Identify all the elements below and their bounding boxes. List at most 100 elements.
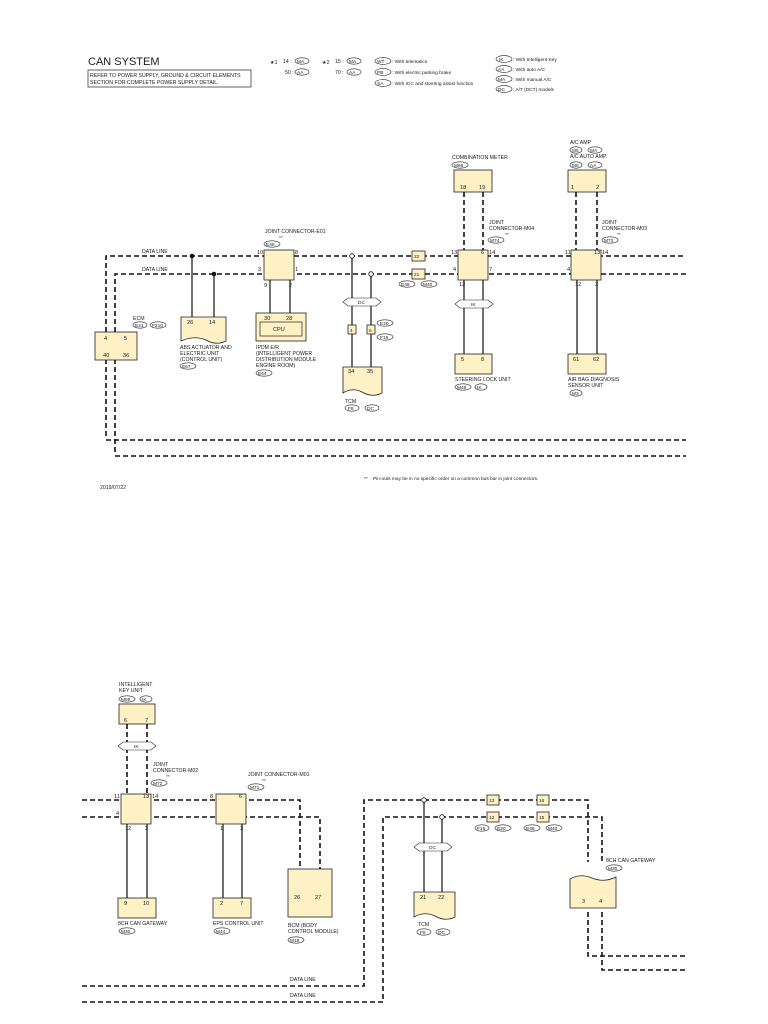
- tcm-conn-1-shape: [344, 404, 360, 412]
- abs-pin-a: 26: [187, 320, 193, 326]
- gw1-wires: [126, 824, 148, 900]
- can-h-bus-top: [105, 255, 686, 436]
- steer-conn-2: IK: [477, 385, 482, 391]
- jc-m03-pin-a: 11: [565, 250, 571, 256]
- eps-pin-b: 7: [240, 901, 243, 907]
- combo-label: COMBINATION METER: [452, 155, 508, 161]
- ac-label-1: A/C AMP: [570, 140, 592, 146]
- bot-joint-conn-1: F15: [477, 826, 486, 832]
- jc-m04-pin-f: 12: [459, 282, 465, 288]
- note-2b-tag-shape: [346, 68, 362, 76]
- note-2a-tag-shape: [346, 57, 362, 65]
- eps-conn-shape: [213, 927, 231, 935]
- jc-e01-pin-e: 9: [264, 283, 267, 289]
- jc-m04-pin-a: 13: [451, 250, 457, 256]
- jc-m02-label-1: JOINT: [153, 762, 169, 768]
- jc-e01-pin-b: 8: [295, 250, 298, 256]
- tcm2-node-l: [439, 814, 445, 820]
- legend-0-shape: [374, 57, 392, 65]
- ikey-conn-1: M56: [121, 697, 131, 703]
- abs-pin-b: 14: [209, 320, 215, 326]
- date-stamp: 2019/07/22: [100, 485, 126, 491]
- bot-joint-a-label: 13: [489, 798, 495, 804]
- tcm2-conn-2: DC: [438, 930, 445, 936]
- legend-2-text: : With ICC and steering assist function: [392, 81, 474, 87]
- legend-4-text: : With auto A/C: [513, 67, 546, 73]
- mid-joint-conn-1: E48: [401, 282, 410, 288]
- abs-label-1: ABS ACTUATOR AND: [180, 345, 232, 351]
- gw2-pin-b: 4: [599, 899, 602, 905]
- note-1b-tag-shape: [294, 68, 310, 76]
- ikey-box: [118, 703, 156, 725]
- ac-conn-1b-shape: [587, 146, 603, 154]
- tcm-dc-label: DC: [358, 300, 365, 306]
- combo-conn: M66: [454, 163, 464, 169]
- bot-joint-d-label: 15: [539, 815, 545, 821]
- bcm-pin-a: 26: [294, 895, 300, 901]
- gw2-pin-a: 3: [582, 899, 585, 905]
- jc-m04-conn: M74: [490, 238, 500, 244]
- note-2b: 70 :: [335, 70, 344, 76]
- tcm-conn-2: DC: [367, 406, 374, 412]
- bcm-label-2: CONTROL MODULE): [288, 929, 339, 935]
- airbag-label-2: SENSOR UNIT: [568, 383, 604, 389]
- eps-label: EPS CONTROL UNIT: [213, 921, 264, 927]
- page-title: CAN SYSTEM: [88, 56, 160, 68]
- legend-6-shape: [495, 85, 513, 93]
- gw2-h-out: [587, 912, 686, 957]
- tcm-box: [342, 366, 383, 396]
- ipdm-pin-b: 28: [286, 316, 292, 322]
- tcm-joint-a: [347, 324, 357, 335]
- ac-wires: [575, 192, 598, 250]
- legend-5-code: MA: [498, 77, 506, 83]
- ipdm-cpu-box: [259, 321, 303, 337]
- jc-m02-conn: M72: [153, 781, 163, 787]
- jc-m01-conn-shape: [247, 783, 265, 791]
- gw2-conn-shape: [605, 864, 623, 872]
- can-l-bus-bottom-a: [82, 816, 321, 870]
- steer-pin-a: 5: [461, 357, 464, 363]
- ikey-conn-1-shape: [118, 695, 136, 703]
- jc-m04-pin-c: 4: [453, 267, 456, 273]
- jc-m02-pin-d: 4: [116, 811, 119, 817]
- gw2-box: [569, 875, 617, 909]
- jc-m02-pin-c: 14: [152, 794, 158, 800]
- ipdm-label-1: IPDM E/R: [256, 345, 279, 351]
- can-h-bus-bottom-c: [82, 799, 589, 987]
- note-mark-2: ★2: [322, 60, 330, 66]
- tcm-wires: [351, 258, 372, 368]
- jc-m04-box: [457, 249, 489, 281]
- eps-conn: M44: [216, 929, 226, 935]
- top-diagram: DATA LINE DATA LINE 4 5 40 36 ECM E21 F2…: [94, 140, 686, 491]
- ecm-box: [94, 331, 138, 361]
- jc-m01-conn: M71: [250, 785, 260, 791]
- abs-label-3: (CONTROL UNIT): [180, 357, 222, 363]
- bot-joint-conn-4-shape: [545, 824, 563, 832]
- jc-m01-pin-a: 8: [210, 794, 213, 800]
- jc-m01-label: JOINT CONNECTOR-M01: [248, 772, 310, 778]
- ikey-ik-banner: [117, 741, 157, 751]
- note-1b-tag: AA: [297, 70, 304, 76]
- tcm-node-h: [349, 253, 355, 259]
- jc-m04-conn-shape: [487, 236, 505, 244]
- bot-joint-conn-4: M40: [548, 826, 558, 832]
- gw1-box: [117, 897, 157, 919]
- legend-0-text: : With telematics: [392, 59, 428, 65]
- jc-m01-mark: **: [262, 778, 266, 784]
- data-line-label-2: DATA LINE: [142, 267, 168, 273]
- note-1b: 50 :: [285, 70, 294, 76]
- bcm-box: [287, 868, 333, 918]
- ac-label-2: A/C AUTO AMP.: [570, 154, 607, 160]
- ac-conn-1-shape: [569, 146, 583, 154]
- bot-joint-c-label: 16: [539, 798, 545, 804]
- tcm-pin-a: 34: [348, 369, 354, 375]
- data-line-label-4: DATA LINE: [290, 993, 316, 999]
- ecm-conn-2-shape: [149, 321, 167, 329]
- ac-conn-2-shape: [569, 161, 583, 169]
- note-1a-tag: MA: [297, 59, 305, 65]
- jc-m02-conn-shape: [150, 779, 168, 787]
- ipdm-conn-shape: [255, 369, 273, 377]
- jc-m04-pin-d: 14: [489, 250, 495, 256]
- jc-m04-mark: **: [505, 232, 509, 238]
- bot-joint-a: [486, 794, 500, 806]
